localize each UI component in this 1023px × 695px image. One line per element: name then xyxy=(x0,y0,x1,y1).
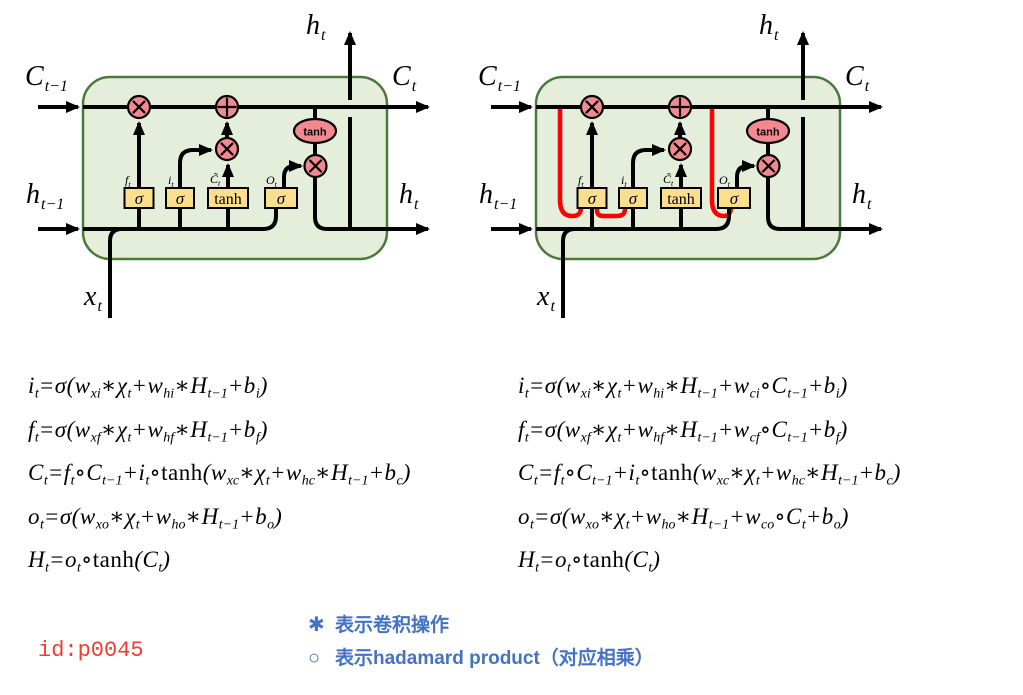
figure-id-label: id:p0045 xyxy=(38,638,144,663)
circle-symbol-icon: ○ xyxy=(308,647,321,669)
input-gate-label: σ xyxy=(629,189,638,208)
label-c-out-left: Ct xyxy=(392,61,417,95)
label-c-prev-right: Ct−1 xyxy=(478,61,521,95)
output-gate-tag: Ot xyxy=(266,173,278,189)
forget-gate-label: σ xyxy=(588,189,597,208)
input-gate-tag: it xyxy=(168,173,174,189)
equation-hidden-state: Ht=ot∘tanh(Ct) xyxy=(28,547,171,576)
legend-row-hadamard: ○ 表示hadamard product（对应相乘） xyxy=(308,642,654,675)
candidate-gate-label: tanh xyxy=(667,191,695,208)
equation-cell-state: Ct=ft∘Ct−1+it∘tanh(wxc∗χt+whc∗Ht−1+bc) xyxy=(518,460,901,489)
label-h-prev-left: ht−1 xyxy=(26,179,65,213)
label-x-input-right: xt xyxy=(537,281,555,315)
output-gate-tag: Ot xyxy=(719,173,731,189)
equation-cell-state: Ct=ft∘Ct−1+it∘tanh(wxc∗χt+whc∗Ht−1+bc) xyxy=(28,460,411,489)
label-c-out-right: Ct xyxy=(845,61,870,95)
tanh-oval-label: tanh xyxy=(303,127,327,139)
input-gate-label: σ xyxy=(176,189,185,208)
label-h-out-top-right: ht xyxy=(759,10,779,44)
label-h-out-top-left: ht xyxy=(306,10,326,44)
lstm-cell-right: ft it C̃t Ot σ σ tanh σ tanh xyxy=(491,33,881,318)
equations-left-column: it=σ(wxi∗χt+whi∗Ht−1+bi) ft=σ(wxf∗χt+whf… xyxy=(28,364,411,582)
tanh-oval-label: tanh xyxy=(756,127,780,139)
legend-text-convolution: 表示卷积操作 xyxy=(335,615,450,636)
forget-gate-tag: ft xyxy=(125,173,131,189)
lstm-cell-left: ft it C̃t Ot σ σ tanh σ tanh xyxy=(38,33,428,318)
candidate-gate-tag: C̃t xyxy=(663,172,674,188)
forget-gate-label: σ xyxy=(135,189,144,208)
equation-input-gate: it=σ(wxi∗χt+whi∗Ht−1+bi) xyxy=(28,373,268,402)
label-h-out-right-right: ht xyxy=(852,179,872,213)
equation-output-gate: ot=σ(wxo∗χt+who∗Ht−1+bo) xyxy=(28,503,283,532)
output-gate-label: σ xyxy=(277,189,286,208)
symbol-legend: ✱ 表示卷积操作 ○ 表示hadamard product（对应相乘） xyxy=(308,609,654,675)
lstm-diagrams-canvas: ft it C̃t Ot σ σ tanh σ tanh ft it C̃t O… xyxy=(0,0,1023,350)
label-h-out-right-left: ht xyxy=(399,179,419,213)
label-h-prev-right: ht−1 xyxy=(479,179,518,213)
candidate-gate-tag: C̃t xyxy=(210,172,221,188)
equation-output-gate: ot=σ(wxo∗χt+who∗Ht−1+wco∘Ct+bo) xyxy=(518,503,849,532)
equations-right-column: it=σ(wxi∗χt+whi∗Ht−1+wci∘Ct−1+bi) ft=σ(w… xyxy=(518,364,901,582)
label-c-prev-left: Ct−1 xyxy=(25,61,68,95)
legend-row-convolution: ✱ 表示卷积操作 xyxy=(308,609,654,642)
peephole-line-input xyxy=(594,204,628,219)
equation-forget-gate: ft=σ(wxf∗χt+whf∗Ht−1+bf) xyxy=(28,416,268,445)
input-gate-tag: it xyxy=(621,173,627,189)
candidate-gate-label: tanh xyxy=(214,191,242,208)
asterisk-symbol-icon: ✱ xyxy=(308,614,325,636)
legend-text-hadamard: 表示hadamard product（对应相乘） xyxy=(335,648,654,669)
output-gate-label: σ xyxy=(730,189,739,208)
label-x-input-left: xt xyxy=(84,281,102,315)
equation-input-gate: it=σ(wxi∗χt+whi∗Ht−1+wci∘Ct−1+bi) xyxy=(518,373,848,402)
equation-forget-gate: ft=σ(wxf∗χt+whf∗Ht−1+wcf∘Ct−1+bf) xyxy=(518,416,848,445)
forget-gate-tag: ft xyxy=(578,173,584,189)
equation-hidden-state: Ht=ot∘tanh(Ct) xyxy=(518,547,661,576)
peephole-line-forget xyxy=(557,104,584,219)
